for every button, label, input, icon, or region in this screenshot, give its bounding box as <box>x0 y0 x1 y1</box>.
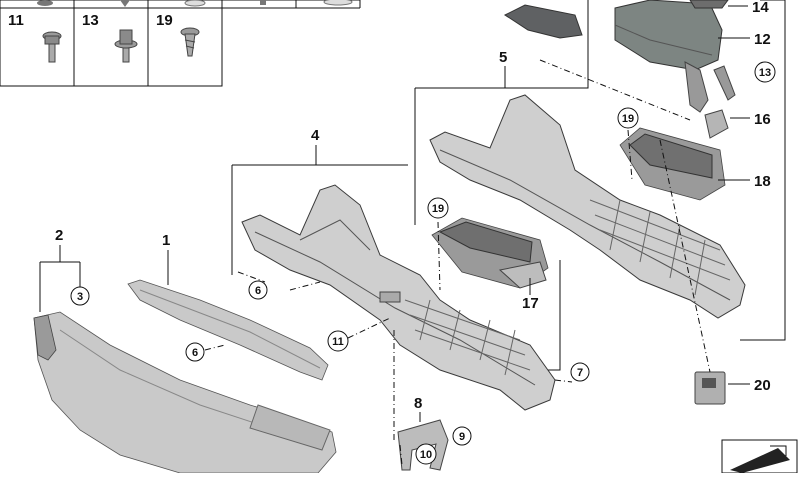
callout-14: 14 <box>752 0 769 16</box>
circled-callouts: 3 6 6 11 19 19 13 7 9 10 <box>70 61 776 465</box>
legend-label-13: 13 <box>82 12 99 29</box>
leader-lines <box>204 59 711 466</box>
nut-bolt-icon <box>114 29 138 63</box>
fastener-legend: 11 13 19 <box>0 0 361 87</box>
side-trim-panel-part-2 <box>33 311 337 474</box>
cover-part-16 <box>704 109 729 139</box>
callout-3-circle <box>70 286 90 306</box>
callout-6b: 6 <box>192 347 198 359</box>
bezel-part <box>503 4 583 39</box>
callout-19a-circle <box>427 197 449 219</box>
callout-labels: 1 2 4 5 8 14 12 16 18 17 20 <box>55 0 771 412</box>
diagram-symbol-icon <box>721 439 798 474</box>
storage-tray-part-18 <box>619 127 726 201</box>
callout-11: 11 <box>332 336 344 348</box>
callout-12: 12 <box>754 31 771 48</box>
switch-part-20 <box>694 371 726 405</box>
callout-4: 4 <box>311 127 320 144</box>
callout-9-circle <box>452 426 472 446</box>
callout-11-circle <box>327 330 349 352</box>
callout-9: 9 <box>459 431 465 443</box>
callout-3: 3 <box>77 291 83 303</box>
console-carrier-part-5 <box>429 94 746 319</box>
armrest-part-12 <box>614 0 736 113</box>
screw-icon <box>180 27 200 57</box>
callout-19a: 19 <box>432 203 444 215</box>
legend-label-19: 19 <box>156 12 173 29</box>
callout-7-circle <box>570 362 590 382</box>
callout-13-circle <box>754 61 776 83</box>
callout-5: 5 <box>499 49 507 66</box>
callout-10: 10 <box>420 449 432 461</box>
callout-6b-circle <box>185 342 205 362</box>
trim-part-14 <box>689 0 729 9</box>
legend-label-11: 11 <box>8 12 24 29</box>
callout-10-circle <box>415 443 437 465</box>
callout-20: 20 <box>754 377 771 394</box>
callout-1: 1 <box>162 232 170 249</box>
callout-13: 13 <box>759 67 771 79</box>
callout-8: 8 <box>414 395 422 412</box>
storage-tray-part-17 <box>431 217 549 289</box>
console-carrier-part-4 <box>241 184 556 411</box>
callout-7: 7 <box>577 367 583 379</box>
trim-strip-part-1 <box>127 279 329 381</box>
callout-19b: 19 <box>622 113 634 125</box>
callout-6a: 6 <box>255 285 261 297</box>
callout-6a-circle <box>248 280 268 300</box>
callout-2: 2 <box>55 227 63 244</box>
callout-lines <box>39 5 750 422</box>
assembly-bracket-5 <box>414 0 786 341</box>
callout-16: 16 <box>754 111 771 128</box>
bolt-icon <box>42 31 62 63</box>
callout-18: 18 <box>754 173 771 190</box>
callout-19b-circle <box>617 107 639 129</box>
callout-17: 17 <box>522 295 539 312</box>
